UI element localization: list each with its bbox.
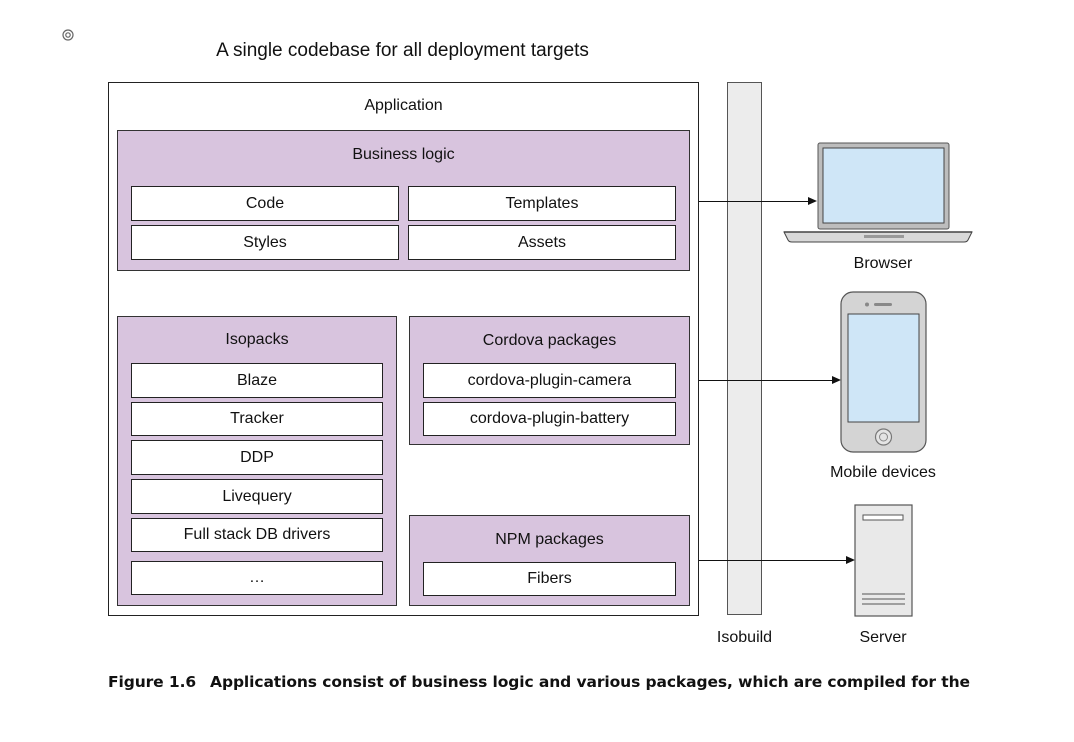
arrow-to-server [699,560,846,561]
isopack-item: Blaze [131,363,383,398]
business-logic-item: Code [131,186,399,221]
corner-spiral-icon [62,28,74,41]
isopack-item: Full stack DB drivers [131,518,383,552]
browser-label: Browser [853,255,913,272]
isobuild-label: Isobuild [716,629,773,646]
diagram-title: A single codebase for all deployment tar… [216,40,589,61]
server-icon [854,504,913,617]
isopack-item: Livequery [131,479,383,514]
mobile-devices-label: Mobile devices [830,464,936,481]
business-logic-item: Styles [131,225,399,260]
isopack-item: … [131,561,383,595]
arrow-to-browser [699,201,808,202]
arrow-head-mobile [832,376,841,384]
npm-packages-label: NPM packages [495,531,604,548]
figure-caption-text: Applications consist of business logic a… [210,673,970,691]
laptop-icon [782,142,974,246]
cordova-plugin-item: cordova-plugin-camera [423,363,676,398]
server-label: Server [859,629,907,646]
isopacks-label: Isopacks [225,331,289,348]
npm-package-item: Fibers [423,562,676,596]
mobile-phone-icon [840,291,927,453]
cordova-packages-label: Cordova packages [482,332,617,349]
arrow-to-mobile [699,380,832,381]
business-logic-item: Assets [408,225,676,260]
isopack-item: Tracker [131,402,383,436]
isobuild-bar [727,82,762,615]
arrow-head-server [846,556,855,564]
business-logic-item: Templates [408,186,676,221]
cordova-plugin-item: cordova-plugin-battery [423,402,676,436]
arrow-head-browser [808,197,817,205]
application-label: Application [364,97,443,114]
business-logic-label: Business logic [352,146,455,163]
figure-caption: Figure 1.6 Applications consist of busine… [108,673,970,691]
figure-number: Figure 1.6 [108,673,197,691]
isopack-item: DDP [131,440,383,475]
